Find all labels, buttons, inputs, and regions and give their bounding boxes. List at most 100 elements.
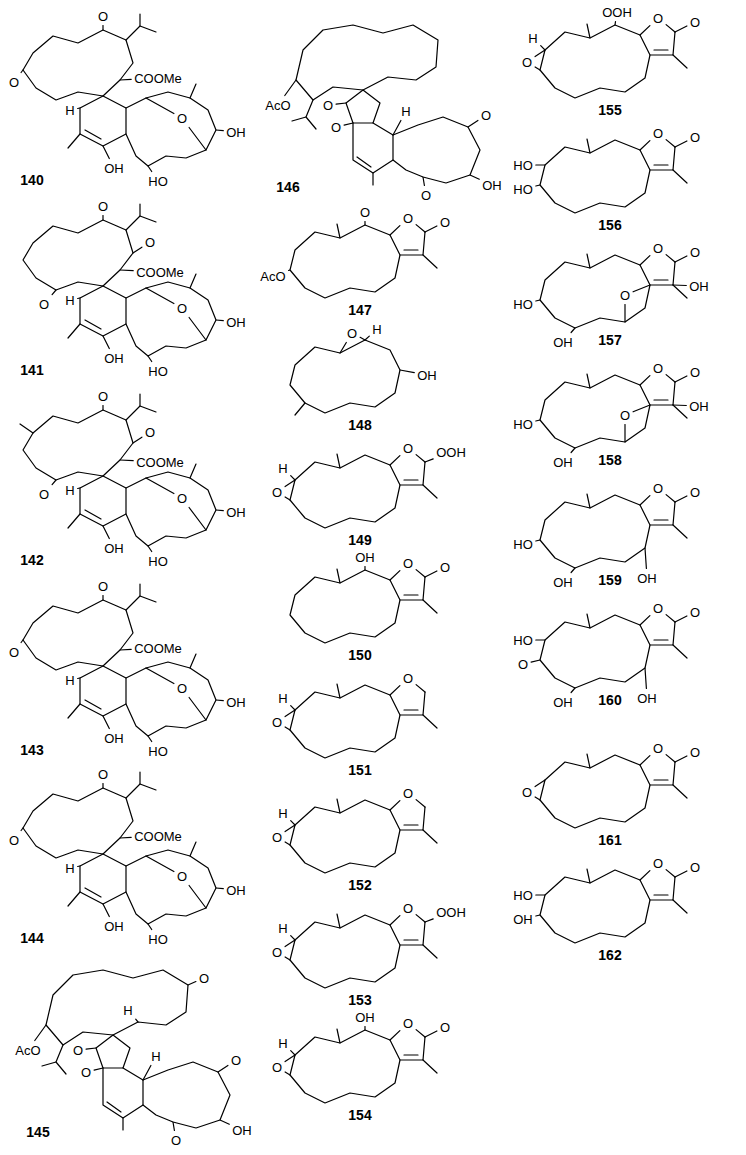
bond-line (675, 141, 687, 147)
bond-line (285, 497, 290, 500)
bond-line (146, 668, 174, 684)
bond-line (353, 123, 393, 173)
atom-label: O (176, 111, 188, 126)
atom-label: O (38, 297, 50, 312)
bond-line (536, 894, 545, 895)
atom-label: HO (147, 932, 169, 947)
bond-line (133, 247, 142, 253)
compound-number: 147 (347, 302, 372, 318)
bond-line (189, 698, 206, 721)
bond-line (189, 886, 206, 909)
bond-line (216, 887, 223, 889)
bond-line (102, 216, 103, 221)
bond-line (614, 22, 616, 26)
atom-label: COOMe (133, 641, 183, 656)
atom-label: OH (552, 335, 574, 350)
bond-line (306, 100, 316, 129)
bond-line (46, 970, 188, 1045)
bond-line (23, 220, 133, 290)
bond-line (535, 780, 545, 787)
atom-label: H (64, 673, 75, 688)
bond-line (673, 55, 687, 68)
bond-line (126, 662, 216, 736)
bond-line (290, 225, 400, 298)
bond-line (337, 799, 340, 813)
bond-line (587, 24, 590, 38)
atom-label: OH (512, 912, 534, 927)
atom-label: O (402, 671, 414, 686)
bond-line (120, 269, 133, 271)
bond-line (423, 830, 437, 843)
bond-line (640, 256, 650, 265)
atom-label: O (652, 856, 664, 871)
bond-line (21, 640, 23, 643)
bond-line (400, 577, 425, 600)
compound-number: 155 (597, 102, 622, 118)
atom-label: O (271, 830, 283, 845)
bond-line (536, 164, 545, 165)
compound-number: 149 (347, 532, 372, 548)
atom-label: OH (688, 279, 710, 294)
bond-line (190, 654, 196, 668)
bond-line (531, 660, 540, 662)
bond-line (85, 320, 101, 329)
bond-line (675, 376, 687, 382)
bond-line (103, 336, 109, 349)
bond-line (654, 49, 668, 50)
compound-number: 154 (347, 1107, 372, 1123)
atom-label: O (230, 1053, 242, 1068)
atom-label: O (652, 481, 664, 496)
atom-label: O (271, 945, 283, 960)
atom-label: O (176, 491, 188, 506)
bond-line (290, 685, 400, 758)
bond-line (337, 1029, 340, 1043)
atom-label: O (439, 215, 451, 230)
bond-line (390, 571, 400, 580)
compound-number: 160 (597, 692, 622, 708)
bond-line (536, 540, 540, 541)
atom-label: O (420, 188, 432, 203)
bond-line (68, 514, 80, 528)
bond-line (126, 92, 216, 166)
bond-line (344, 123, 353, 125)
bond-line (216, 699, 223, 701)
bond-line (640, 756, 650, 765)
bond-line (400, 462, 425, 485)
bond-line (364, 567, 365, 571)
atom-label: HO (512, 537, 534, 552)
atom-label: OH (354, 550, 376, 565)
bond-line (290, 915, 400, 988)
atom-label: OH (225, 505, 247, 520)
bond-line (675, 616, 687, 622)
atom-label: HO (512, 888, 534, 903)
bond-line (536, 300, 540, 301)
bond-line (470, 175, 479, 179)
bond-line (650, 502, 675, 525)
bond-line (365, 336, 369, 340)
atom-label: O (170, 1133, 182, 1148)
bond-line (666, 495, 675, 502)
bond-line (216, 509, 223, 511)
bond-line (360, 337, 365, 340)
atom-label: O (97, 767, 109, 782)
atom-label: OH (225, 315, 247, 330)
bond-line (68, 704, 80, 718)
atom-label: O (8, 833, 20, 848)
atom-label: OH (552, 695, 574, 710)
bond-line (80, 854, 126, 904)
bond-line (80, 666, 126, 716)
bond-line (78, 677, 80, 679)
bond-line (96, 1035, 130, 1068)
bond-line (673, 525, 687, 538)
bond-line (587, 139, 590, 153)
compound-number: 146 (275, 179, 300, 195)
compound-number: 158 (597, 452, 622, 468)
atom-label: OH (481, 178, 503, 193)
atom-label: O (652, 241, 664, 256)
atom-label: O (652, 601, 664, 616)
compound-number: 140 (19, 172, 44, 188)
bond-line (148, 356, 152, 362)
atom-label: O (144, 425, 156, 440)
bond-line (675, 256, 687, 262)
bond-line (650, 382, 675, 405)
